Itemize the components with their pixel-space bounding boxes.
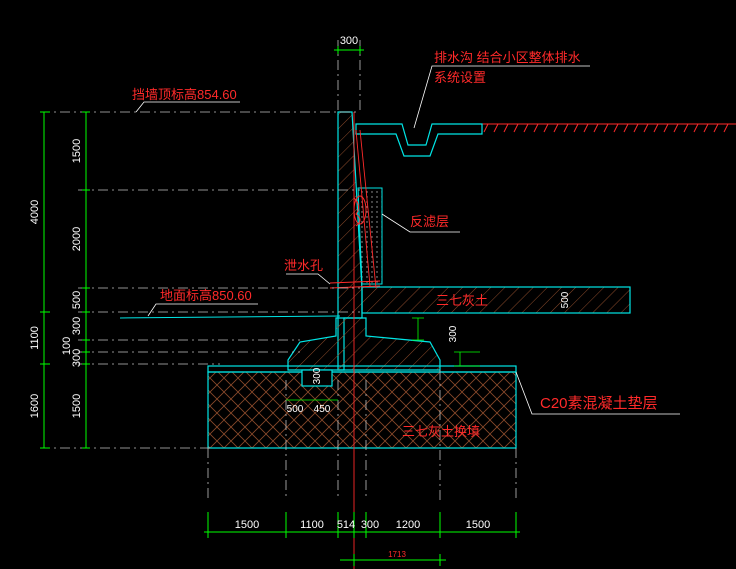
- label-lime-soil-foundation: 三七灰土换填: [402, 424, 480, 439]
- label-drain-ditch-line1: 排水沟 结合小区整体排水: [434, 50, 581, 65]
- dim-inner-2000: 2000: [71, 227, 83, 251]
- ground-elevation-line: [119, 315, 341, 319]
- label-wall-top-elevation: 挡墙顶标高854.60: [132, 87, 237, 102]
- dim-inner-1500-bottom: 1500: [71, 394, 83, 418]
- label-ground-elevation: 地面标高850.60: [160, 288, 252, 303]
- top-dimension: [334, 46, 364, 54]
- dim-layer-500: 500: [560, 291, 571, 308]
- bottom-dimension-chain: [204, 512, 520, 566]
- dim-footing-300: 300: [448, 325, 459, 342]
- dim-inner-100: 100: [61, 337, 73, 355]
- lime-soil-layer: [361, 286, 631, 314]
- lime-soil-foundation-block: [207, 371, 517, 449]
- filter-layer-block: [357, 187, 383, 285]
- left-dimension-chain: [40, 111, 90, 449]
- label-lime-soil-layer: 三七灰土: [436, 293, 488, 308]
- dim-inner-500: 500: [71, 291, 83, 309]
- dim-inner-300-b: 300: [71, 349, 83, 367]
- dim-bottom-300: 300: [361, 519, 379, 531]
- label-filter-layer: 反滤层: [410, 214, 449, 229]
- dim-inner-300-a: 300: [71, 317, 83, 335]
- label-drain-ditch-line2: 系统设置: [434, 70, 486, 85]
- dim-key-450: 450: [314, 404, 331, 415]
- wall-footing: [287, 317, 441, 371]
- footing-key: [301, 369, 333, 387]
- dim-bottom-1200: 1200: [396, 519, 420, 531]
- label-weep-hole: 泄水孔: [284, 258, 323, 273]
- dim-bottom-1500-right: 1500: [466, 519, 490, 531]
- annotation-leaders: [135, 65, 680, 415]
- label-concrete-cushion: C20素混凝土垫层: [540, 395, 658, 412]
- red-reference-lines: [353, 112, 377, 569]
- dim-bottom-514: 514: [337, 519, 355, 531]
- drainage-ditch-outline: [355, 123, 483, 157]
- natural-ground-line: [482, 123, 736, 133]
- dim-inner-1500-top: 1500: [71, 139, 83, 163]
- dim-left-1100: 1100: [29, 326, 41, 350]
- dim-key-300: 300: [312, 367, 323, 384]
- dim-left-4000: 4000: [29, 200, 41, 224]
- dim-key-500: 500: [287, 404, 304, 415]
- interior-dimension-lines: [286, 317, 480, 401]
- dim-top-300: 300: [340, 35, 358, 47]
- dim-bottom-1100: 1100: [300, 519, 324, 531]
- dim-bottom-total: 1713: [388, 550, 406, 559]
- dim-left-1600: 1600: [29, 394, 41, 418]
- dim-bottom-1500-left: 1500: [235, 519, 259, 531]
